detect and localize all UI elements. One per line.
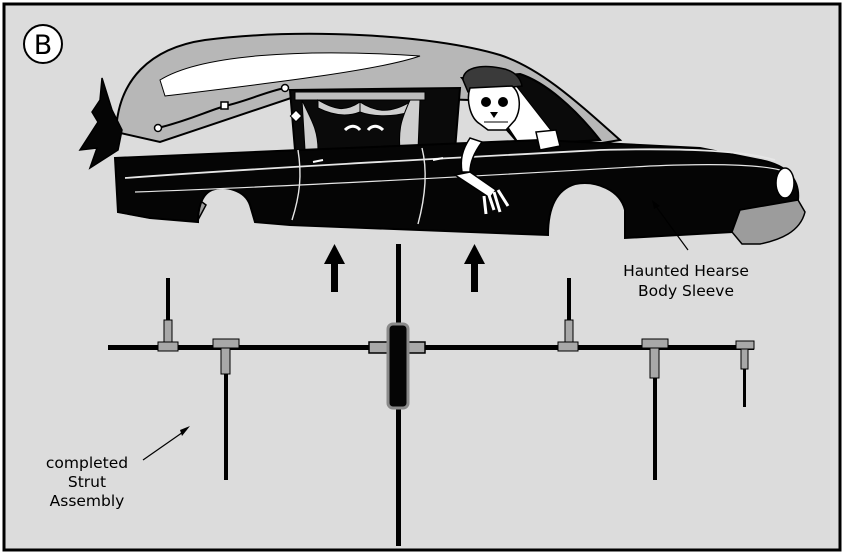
skull-eye-left — [481, 97, 491, 107]
center-sleeve — [388, 324, 408, 408]
rear-window — [290, 88, 460, 150]
right-tee — [558, 342, 578, 351]
left-tee — [158, 342, 178, 351]
right-leg-fitting — [650, 348, 659, 378]
strut-label-line2: Strut — [68, 473, 106, 491]
end-leg-rod — [743, 369, 746, 407]
right-leg-tee — [642, 339, 668, 348]
panel-badge: B — [24, 25, 62, 63]
headlight — [776, 168, 794, 198]
panel-badge-text: B — [34, 30, 53, 61]
skeleton-elbow — [536, 130, 560, 150]
strut-label-line1: completed — [46, 454, 128, 472]
strut-label-line3: Assembly — [50, 492, 125, 510]
left-upper-fitting — [164, 320, 172, 344]
left-leg-tee — [213, 339, 239, 348]
end-leg-fitting — [741, 349, 748, 369]
body-sleeve-label-line2: Body Sleeve — [638, 282, 734, 300]
skull-eye-right — [498, 97, 508, 107]
left-leg-fitting — [221, 348, 230, 374]
body-sleeve-label-line1: Haunted Hearse — [623, 262, 749, 280]
right-upper-fitting — [565, 320, 573, 344]
end-leg-tee — [736, 341, 754, 349]
right-leg-rod — [653, 378, 657, 480]
left-leg-rod — [224, 374, 228, 480]
